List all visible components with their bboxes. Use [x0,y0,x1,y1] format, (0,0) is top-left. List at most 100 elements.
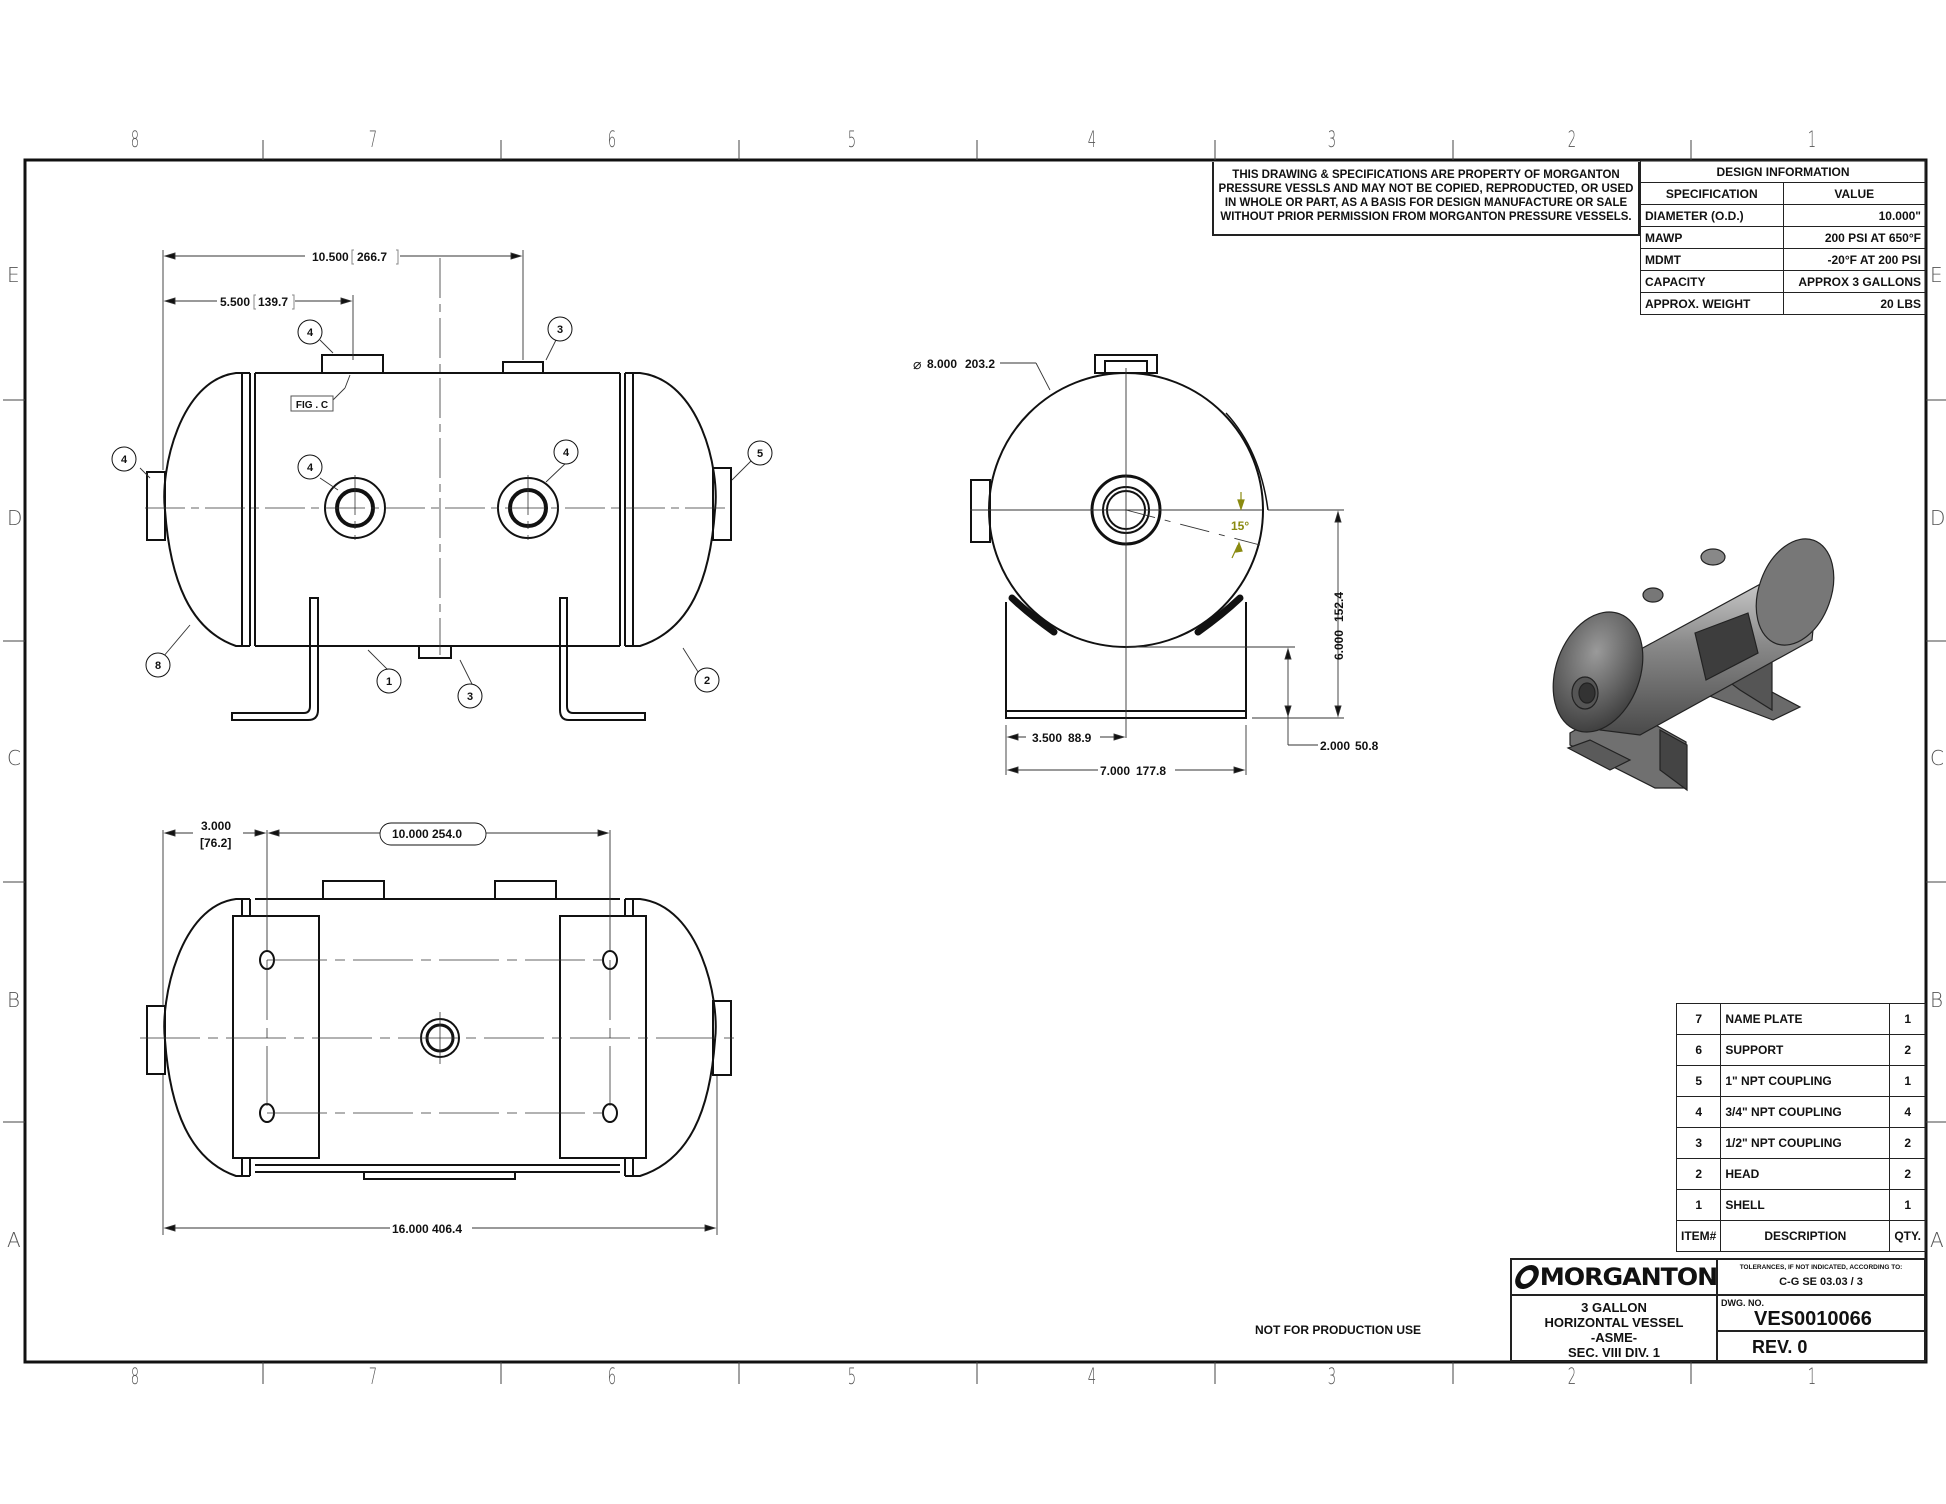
bom-item: 3 [1675,1127,1722,1159]
bom-item: 1 [1675,1189,1722,1221]
zone-label-bottom: 8 [130,1365,140,1390]
bom-qty: 4 [1889,1096,1926,1128]
balloon: 4 [307,462,314,474]
property-notice: THIS DRAWING & SPECIFICATIONS ARE PROPER… [1212,162,1640,236]
value-cell: APPROX 3 GALLONS [1782,270,1926,293]
value-cell: 20 LBS [1782,292,1926,315]
dim-half-width: 3.500 [1032,731,1062,745]
spec-cell: APPROX. WEIGHT [1640,292,1784,315]
tolerance-standard: C-G SE 03.03 / 3 [1779,1276,1863,1288]
value-cell: 200 PSI AT 650°F [1782,226,1926,249]
balloon: 2 [704,675,710,687]
zone-label-bottom: 7 [368,1365,378,1390]
zone-label-top: 4 [1087,128,1097,153]
production-note: NOT FOR PRODUCTION USE [1255,1323,1422,1337]
bom-description: 3/4" NPT COUPLING [1720,1096,1891,1128]
dim-overall-length: 16.000 [392,1222,429,1236]
top-view [146,880,732,1180]
balloon: 4 [121,454,128,466]
angle-dimension: 15° [1231,519,1249,533]
dim-first-coupling: 5.500 [220,295,250,309]
bom-qty: 1 [1889,1003,1926,1035]
zone-label-top: 6 [607,128,617,153]
isometric-view [1552,538,1835,792]
bom-qty: 2 [1889,1158,1926,1190]
bom-item: 4 [1675,1096,1722,1128]
side-view [970,354,1269,719]
front-view [146,354,732,721]
dim-overall-coupling-mm: 266.7 [357,250,387,264]
header-qty: QTY. [1889,1220,1926,1252]
zone-label-top: 7 [368,128,378,153]
bom-item: 5 [1675,1065,1722,1097]
zone-label-right: D [1930,506,1946,530]
header-specification: SPECIFICATION [1640,182,1784,205]
zone-label-top: 1 [1807,128,1817,153]
dim-half-width-mm: 88.9 [1068,731,1092,745]
balloon: 4 [307,327,314,339]
spec-cell: CAPACITY [1640,270,1784,293]
dim-support-offset: 3.000 [201,819,231,833]
bom-description: NAME PLATE [1720,1003,1891,1035]
zone-label-bottom: 6 [607,1365,617,1390]
title-line: 3 GALLON [1581,1300,1647,1315]
header-value: VALUE [1782,182,1926,205]
spec-cell: DIAMETER (O.D.) [1640,204,1784,227]
balloon: 1 [386,676,392,688]
zone-label-bottom: 3 [1327,1365,1337,1390]
title-line: -ASME- [1590,1330,1638,1345]
dim-base-height: 2.000 [1320,739,1350,753]
dim-overall-length-mm: 406.4 [432,1222,462,1236]
dim-support-span: 10.000 [392,827,429,841]
dim-base-height-mm: 50.8 [1355,739,1379,753]
zone-label-bottom: 2 [1567,1365,1577,1390]
zone-label-right: A [1930,1228,1944,1252]
bom-item: 7 [1675,1003,1722,1035]
zone-label-bottom: 5 [847,1365,857,1390]
balloon: 3 [467,691,473,703]
title-line: HORIZONTAL VESSEL [1544,1315,1684,1330]
drawing-title: 3 GALLON HORIZONTAL VESSEL -ASME- SEC. V… [1512,1296,1718,1362]
bom-description: SHELL [1720,1189,1891,1221]
company-logo: MORGANTON [1511,1260,1718,1296]
bom-item: 2 [1675,1158,1722,1190]
spec-cell: MAWP [1640,226,1784,249]
balloon: 5 [757,448,763,460]
zone-label-left: D [7,506,23,530]
spec-cell: MDMT [1640,248,1784,271]
bom-description: 1" NPT COUPLING [1720,1065,1891,1097]
title-block: MORGANTON 3 GALLON HORIZONTAL VESSEL -AS… [1510,1258,1926,1362]
bom-description: HEAD [1720,1158,1891,1190]
zone-label-left: A [7,1228,21,1252]
logo-wordmark: MORGANTON [1539,1263,1717,1291]
zone-label-right: E [1930,263,1943,287]
tolerance-cell: TOLERANCES, IF NOT INDICATED, ACCORDING … [1718,1260,1924,1296]
dim-overall-coupling: 10.500 [312,250,349,264]
diameter-symbol-icon: ⌀ [913,356,921,372]
dim-support-span-mm: 254.0 [432,827,462,841]
dim-width-mm: 177.8 [1136,764,1166,778]
drawing-number-label: DWG. NO. [1721,1298,1764,1308]
header-item: ITEM# [1675,1220,1722,1252]
design-info-title: DESIGN INFORMATION [1640,160,1926,183]
balloon: 8 [155,660,161,672]
zone-label-left: C [7,746,21,770]
balloon: 3 [557,324,563,336]
zone-label-top: 8 [130,128,140,153]
bom-qty: 2 [1889,1034,1926,1066]
bom-qty: 2 [1889,1127,1926,1159]
zone-label-left: E [7,263,20,287]
dim-width: 7.000 [1100,764,1130,778]
zone-label-bottom: 4 [1087,1365,1097,1390]
bom-description: 1/2" NPT COUPLING [1720,1127,1891,1159]
morganton-logo-icon [1511,1265,1542,1289]
drawing-number: VES0010066 [1754,1308,1872,1330]
design-info-table: DESIGN INFORMATION SPECIFICATION VALUE D… [1640,160,1926,315]
